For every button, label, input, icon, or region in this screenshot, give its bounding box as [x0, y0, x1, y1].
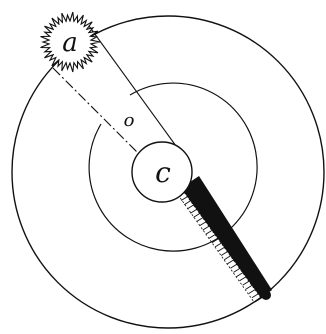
hatch-stroke — [203, 225, 211, 230]
hatch-stroke — [230, 263, 238, 268]
shadow-band-fill — [181, 176, 272, 298]
sun-label: a — [62, 28, 78, 58]
hatch-stroke — [255, 297, 263, 302]
hatch-stroke — [224, 255, 232, 260]
shadow-band-hatching — [175, 187, 263, 302]
sun-body: a — [41, 12, 101, 72]
hatch-stroke — [243, 280, 251, 285]
end-dot — [261, 290, 271, 300]
hatch-stroke — [184, 200, 192, 205]
shadow-band — [175, 176, 272, 302]
hatch-stroke — [181, 196, 189, 201]
central-body: c — [132, 142, 192, 202]
center-label: c — [155, 156, 171, 189]
hatch-stroke — [194, 212, 202, 217]
point-label: o — [124, 110, 135, 131]
hatch-stroke — [252, 293, 260, 298]
hatch-stroke — [190, 208, 198, 213]
hatch-stroke — [221, 251, 229, 256]
hatch-stroke — [212, 238, 220, 243]
hatch-stroke — [234, 267, 242, 272]
